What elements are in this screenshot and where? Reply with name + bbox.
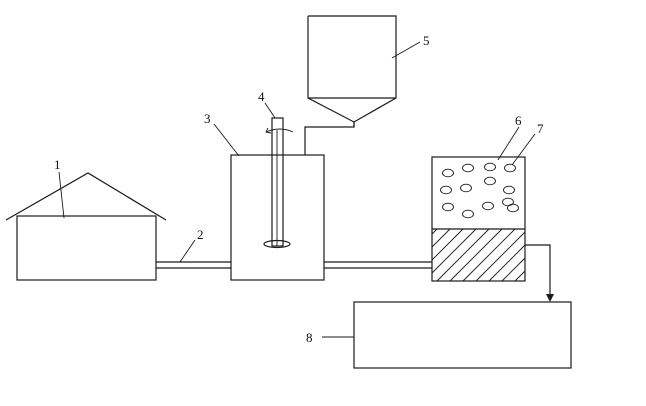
particle bbox=[442, 202, 454, 212]
hatch-line bbox=[431, 228, 451, 248]
label-7: 7 bbox=[537, 121, 544, 136]
hatch-line bbox=[431, 228, 464, 261]
outlet-line bbox=[525, 244, 554, 302]
component-2-pipe bbox=[156, 261, 231, 269]
label-6: 6 bbox=[515, 113, 522, 128]
particle bbox=[482, 201, 494, 211]
hatch-line bbox=[449, 228, 503, 282]
component-6-filter-vessel bbox=[431, 156, 526, 282]
component-1-house bbox=[5, 172, 167, 281]
hatch-line bbox=[431, 228, 477, 274]
particle bbox=[460, 183, 472, 193]
hatch-line bbox=[431, 228, 438, 235]
hatch-line bbox=[501, 257, 526, 282]
label-4: 4 bbox=[258, 89, 265, 104]
particle bbox=[484, 176, 496, 186]
label-1: 1 bbox=[54, 157, 61, 172]
label-5: 5 bbox=[423, 33, 430, 48]
particle bbox=[462, 163, 474, 173]
number-labels: 1 2 3 4 5 6 7 8 bbox=[54, 33, 544, 345]
particle bbox=[484, 162, 496, 172]
hatch-line bbox=[462, 228, 516, 282]
component-5-hopper bbox=[304, 15, 397, 155]
arrow-down-icon bbox=[546, 294, 554, 302]
label-2: 2 bbox=[197, 227, 204, 242]
hatch-line bbox=[475, 231, 526, 282]
particle bbox=[504, 163, 516, 173]
particle bbox=[440, 185, 452, 195]
pipe-tank-to-filter bbox=[324, 261, 432, 269]
hatch-line bbox=[514, 270, 526, 282]
particle bbox=[507, 203, 519, 213]
component-4-stirrer bbox=[263, 117, 294, 249]
leader-lines bbox=[58, 41, 536, 338]
component-7-particles bbox=[440, 162, 519, 219]
component-3-tank bbox=[230, 154, 325, 281]
label-3: 3 bbox=[204, 111, 211, 126]
particle bbox=[503, 185, 515, 195]
hatch-line bbox=[436, 228, 490, 282]
hatch-line bbox=[488, 244, 526, 282]
label-8: 8 bbox=[306, 330, 313, 345]
particle bbox=[442, 168, 454, 178]
filter-hatching bbox=[431, 228, 526, 282]
component-8-receiver bbox=[353, 301, 572, 369]
particle bbox=[462, 209, 474, 219]
